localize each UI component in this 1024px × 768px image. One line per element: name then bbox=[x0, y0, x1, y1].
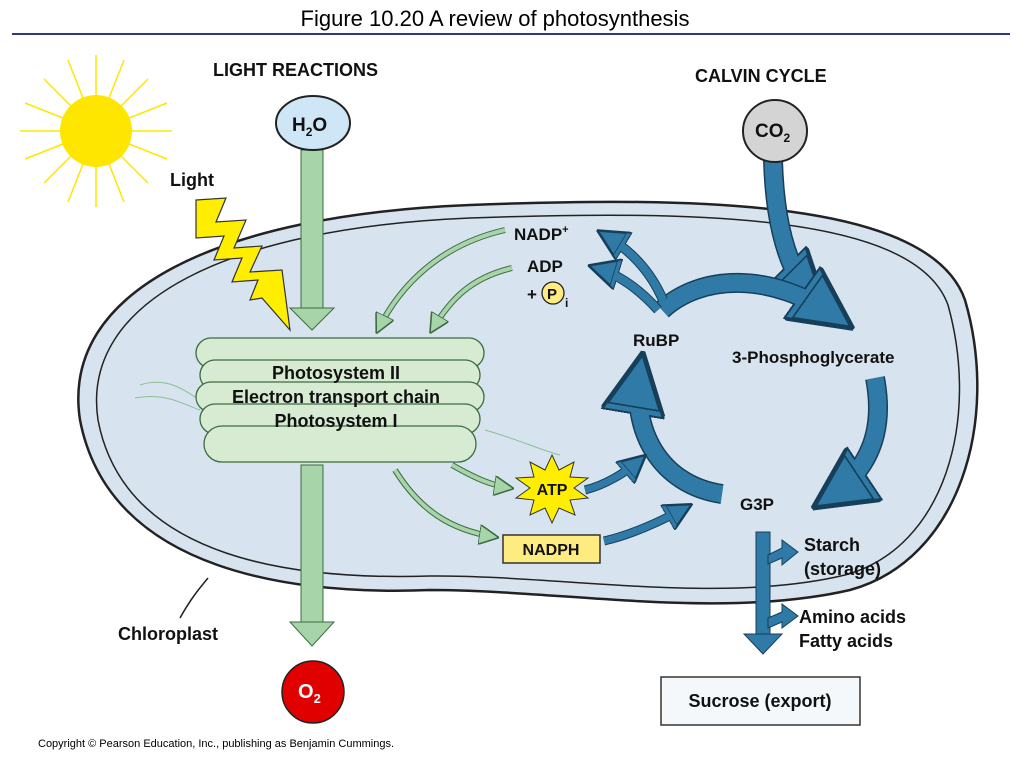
svg-text:H2O: H2O bbox=[292, 115, 327, 139]
nadp-label: NADP+ bbox=[514, 224, 569, 244]
svg-text:O2: O2 bbox=[298, 681, 321, 706]
light-reactions-header: LIGHT REACTIONS bbox=[213, 60, 378, 80]
sucrose-box bbox=[660, 676, 861, 726]
oxygen-arrow bbox=[288, 464, 336, 647]
pga-label: 3-Phosphoglycerate bbox=[732, 348, 895, 367]
etc-label: Electron transport chain bbox=[232, 387, 440, 407]
nadph-box bbox=[502, 534, 601, 564]
photosystem-i-label: Photosystem I bbox=[274, 411, 397, 431]
sucrose-label: Sucrose (export) bbox=[688, 691, 831, 711]
title-rule bbox=[12, 33, 1010, 35]
light-label: Light bbox=[170, 170, 214, 190]
thylakoid-stack bbox=[134, 337, 561, 463]
fatty-acids-label: Fatty acids bbox=[799, 631, 893, 651]
svg-text:CO2: CO2 bbox=[755, 121, 791, 145]
starch-label: Starch bbox=[804, 535, 860, 555]
chloroplast-inner bbox=[95, 214, 961, 590]
rubp-label: RuBP bbox=[633, 331, 679, 350]
water-arrow bbox=[288, 149, 336, 331]
amino-acids-label: Amino acids bbox=[799, 607, 906, 627]
chloroplast-pointer bbox=[179, 577, 209, 619]
g3p-label: G3P bbox=[740, 495, 774, 514]
photosystem-ii-label: Photosystem II bbox=[272, 363, 400, 383]
calvin-cycle-arrows bbox=[583, 159, 888, 546]
phosphate-label: P bbox=[547, 286, 557, 303]
calvin-cycle-header: CALVIN CYCLE bbox=[695, 66, 827, 86]
chloroplast-label: Chloroplast bbox=[118, 624, 218, 644]
phosphate-sub: i bbox=[565, 296, 568, 310]
g3p-output-arrow bbox=[742, 531, 799, 655]
light-bolt-icon bbox=[195, 197, 291, 332]
h2o-node: H2O bbox=[275, 95, 351, 151]
figure-title: Figure 10.20 A review of photosynthesis bbox=[300, 6, 690, 31]
copyright-text: Copyright © Pearson Education, Inc., pub… bbox=[38, 738, 395, 750]
plus-label: + bbox=[527, 285, 537, 304]
co2-node: CO2 bbox=[742, 99, 808, 163]
sun-icon bbox=[20, 55, 172, 207]
phosphate-icon bbox=[541, 281, 565, 305]
atp-label: ATP bbox=[537, 482, 568, 499]
o2-node: O2 bbox=[281, 660, 345, 724]
adp-label: ADP bbox=[527, 257, 563, 276]
atp-burst bbox=[514, 453, 590, 525]
storage-label: (storage) bbox=[804, 559, 881, 579]
nadph-label: NADPH bbox=[523, 542, 580, 559]
